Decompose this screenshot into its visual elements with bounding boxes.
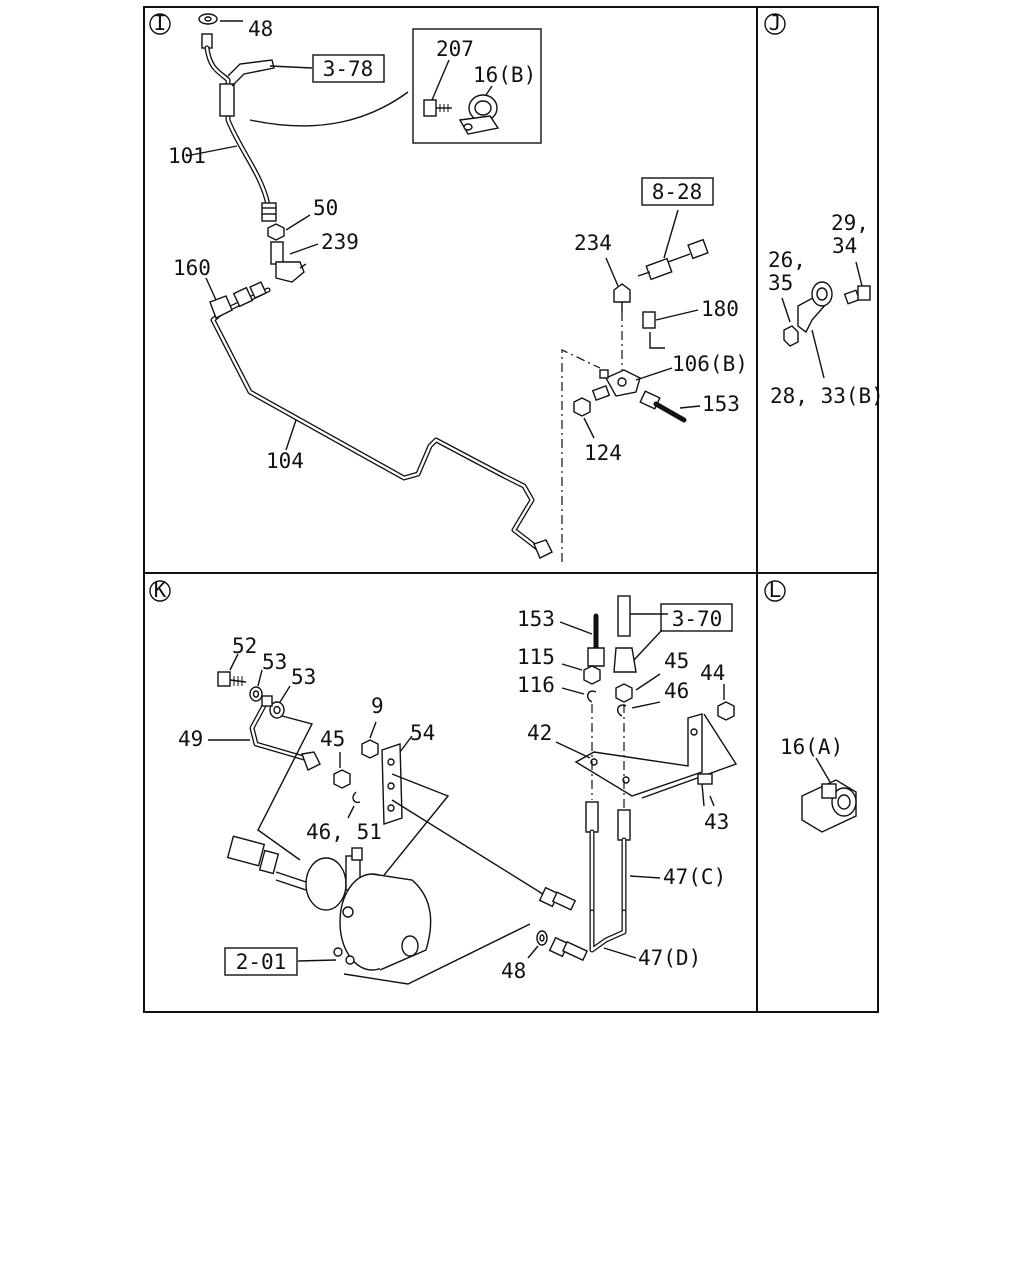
hose-101-part <box>201 33 277 222</box>
hose-153-top-part <box>639 390 701 423</box>
section-marker-j: J <box>764 11 786 35</box>
label-48-lower: 48 <box>501 959 526 983</box>
label-26: 26, <box>768 248 806 272</box>
svg-text:I: I <box>154 11 167 35</box>
label-43: 43 <box>704 810 729 834</box>
reference-box-3-78: 3-78 <box>312 54 385 83</box>
label-207: 207 <box>436 37 474 61</box>
label-160: 160 <box>173 256 211 280</box>
label-42: 42 <box>527 721 552 745</box>
washer-116-part <box>561 687 597 703</box>
bolt-180-part <box>642 309 699 349</box>
nut-115-part <box>561 663 601 685</box>
svg-text:3-78: 3-78 <box>323 57 374 81</box>
label-29: 29, <box>831 211 869 235</box>
washer-53-b-part <box>269 685 291 719</box>
pipe-49-part <box>208 695 321 861</box>
washer-53-a-part <box>249 669 263 702</box>
nut-50-part <box>267 214 311 241</box>
fitting-239-part <box>270 241 319 283</box>
clutch-booster-part <box>226 835 531 985</box>
hose-47d-part <box>589 909 637 959</box>
label-153-top: 153 <box>702 392 740 416</box>
label-101: 101 <box>168 144 206 168</box>
washer-46-51-part <box>347 791 361 819</box>
label-54: 54 <box>410 721 435 745</box>
svg-text:J: J <box>769 11 782 35</box>
label-16a: 16(A) <box>780 735 843 759</box>
label-47d: 47(D) <box>638 946 701 970</box>
bolt-43-part <box>697 773 715 807</box>
label-53-a: 53 <box>262 650 287 674</box>
label-45-left: 45 <box>320 727 345 751</box>
label-116: 116 <box>517 673 555 697</box>
nut-44-part <box>717 684 735 721</box>
label-104: 104 <box>266 449 304 473</box>
connector-234-part <box>605 257 631 312</box>
label-239: 239 <box>321 230 359 254</box>
svg-text:L: L <box>769 578 782 602</box>
clip-16a-part <box>801 757 857 833</box>
label-115: 115 <box>517 645 555 669</box>
detail-box-clip-16b <box>412 28 542 144</box>
label-35: 35 <box>768 271 793 295</box>
reference-box-2-01: 2-01 <box>224 947 298 976</box>
label-46-right: 46 <box>664 679 689 703</box>
bracket-42-part <box>555 713 738 799</box>
reference-box-3-70: 3-70 <box>660 603 733 632</box>
label-124: 124 <box>584 441 622 465</box>
pipe-3-70-part <box>613 595 668 673</box>
label-180: 180 <box>701 297 739 321</box>
label-49: 49 <box>178 727 203 751</box>
diagram-frame <box>143 6 879 1013</box>
washer-48-lower-part <box>527 930 548 959</box>
label-44: 44 <box>700 661 725 685</box>
washer-48-part <box>198 13 243 25</box>
label-234: 234 <box>574 231 612 255</box>
svg-text:3-70: 3-70 <box>672 607 723 631</box>
connector-106b-part <box>591 367 673 401</box>
label-28-33b: 28, 33(B) <box>770 384 884 408</box>
label-9: 9 <box>371 694 384 718</box>
fitting-lower-part <box>538 886 589 962</box>
nut-124-part <box>573 397 595 439</box>
section-marker-i: I <box>149 11 171 35</box>
hose-153-lower-part <box>559 613 605 667</box>
svg-text:K: K <box>154 578 167 602</box>
plate-54-part <box>371 735 547 897</box>
label-52: 52 <box>232 634 257 658</box>
label-47c: 47(C) <box>663 865 726 889</box>
label-153-lower: 153 <box>517 607 555 631</box>
label-53-b: 53 <box>291 665 316 689</box>
clamp-28-33b-part <box>781 261 871 379</box>
label-16b: 16(B) <box>473 63 536 87</box>
label-106b: 106(B) <box>672 352 748 376</box>
section-marker-l: L <box>764 578 786 602</box>
nut-45-left-part <box>333 752 351 789</box>
svg-text:8-28: 8-28 <box>652 180 703 204</box>
label-48-top: 48 <box>248 17 273 41</box>
label-34: 34 <box>832 234 857 258</box>
pipe-104-part <box>209 281 553 559</box>
label-46-51: 46, 51 <box>306 820 382 844</box>
nut-9-part <box>361 721 379 759</box>
bolt-52-part <box>217 653 247 687</box>
label-50: 50 <box>313 196 338 220</box>
reference-box-8-28: 8-28 <box>641 177 714 206</box>
svg-text:2-01: 2-01 <box>236 950 287 974</box>
hose-47c-part <box>585 801 661 913</box>
label-45-right: 45 <box>664 649 689 673</box>
pressure-switch-part <box>637 209 709 281</box>
nut-45-right-part <box>615 673 661 703</box>
section-marker-k: K <box>149 578 171 602</box>
